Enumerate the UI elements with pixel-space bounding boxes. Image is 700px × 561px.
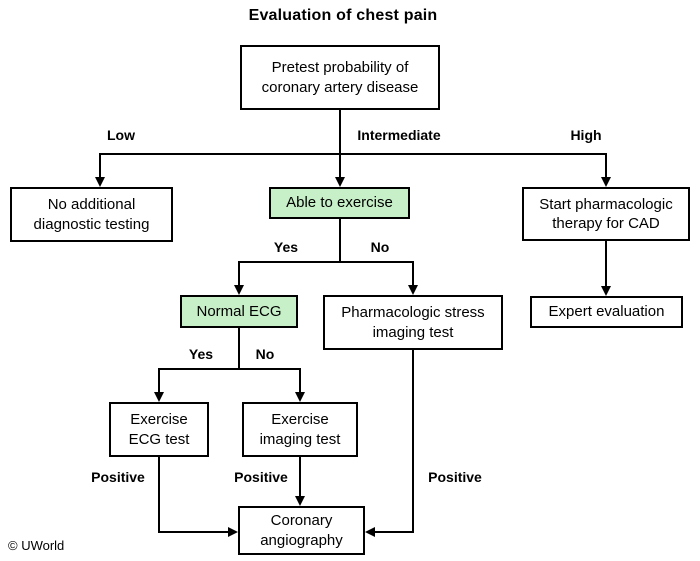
- node-able-to-exercise: Able to exercise: [269, 187, 410, 219]
- node-normal-ecg: Normal ECG: [180, 295, 298, 328]
- edge-intermediate-drop: [339, 153, 341, 178]
- node-start-pharmacologic-therapy: Start pharmacologic therapy for CAD: [522, 187, 690, 241]
- edge-start-pharm-expert: [605, 241, 607, 287]
- arrowhead-down-icon: [601, 286, 611, 296]
- node-text-line: Exercise: [130, 411, 188, 428]
- edge-label-ecg-no: No: [255, 346, 275, 362]
- edge-imaging-coronary: [299, 457, 301, 497]
- node-text-line: ECG test: [128, 430, 190, 448]
- arrowhead-right-icon: [228, 527, 238, 537]
- arrowhead-down-icon: [234, 285, 244, 295]
- edge-label-high: High: [570, 127, 602, 143]
- edge-label-intermediate: Intermediate: [357, 127, 441, 143]
- arrowhead-down-icon: [154, 392, 164, 402]
- node-text-line: angiography: [260, 531, 343, 549]
- node-coronary-angiography: Coronary angiography: [238, 506, 365, 555]
- copyright-notice: © UWorld: [8, 538, 65, 553]
- edge-able-stem: [339, 219, 341, 263]
- node-text-line: diagnostic testing: [33, 215, 150, 233]
- node-text-line: Normal ECG: [196, 302, 282, 320]
- edge-ecg-stem: [238, 328, 240, 370]
- edge-label-able-no: No: [370, 239, 390, 255]
- edge-exercise-ecg-across: [158, 531, 229, 533]
- arrowhead-down-icon: [295, 392, 305, 402]
- edge-ecg-yes-drop: [158, 368, 160, 393]
- edge-label-positive-imaging: Positive: [234, 469, 288, 485]
- node-expert-evaluation: Expert evaluation: [530, 296, 683, 328]
- node-text-line: therapy for CAD: [552, 215, 660, 232]
- node-pretest-probability: Pretest probability of coronary artery d…: [240, 45, 440, 110]
- node-text-line: Able to exercise: [286, 194, 393, 212]
- node-exercise-imaging-test: Exercise imaging test: [242, 402, 358, 457]
- edge-label-positive-stress: Positive: [428, 469, 482, 485]
- node-no-additional-testing: No additional diagnostic testing: [10, 187, 173, 242]
- edge-able-yes-drop: [238, 261, 240, 286]
- edge-high-drop: [605, 153, 607, 178]
- node-text-line: No additional: [47, 196, 136, 213]
- node-exercise-ecg-test: Exercise ECG test: [109, 402, 209, 457]
- edge-stress-down: [412, 350, 414, 533]
- edge-able-branch: [238, 261, 414, 263]
- edge-top-branch: [99, 153, 607, 155]
- node-text-line: Start pharmacologic: [539, 195, 673, 213]
- node-text-line: Coronary: [270, 512, 333, 529]
- edge-able-no-drop: [412, 261, 414, 286]
- arrowhead-down-icon: [408, 285, 418, 295]
- edge-low-drop: [99, 153, 101, 178]
- arrowhead-down-icon: [601, 177, 611, 187]
- node-text-line: Pretest probability of: [271, 59, 409, 76]
- arrowhead-down-icon: [335, 177, 345, 187]
- edge-stress-across: [374, 531, 414, 533]
- edge-label-able-yes: Yes: [273, 239, 299, 255]
- arrowhead-down-icon: [95, 177, 105, 187]
- node-text-line: coronary artery disease: [261, 78, 419, 96]
- arrowhead-left-icon: [365, 527, 375, 537]
- edge-pretest-stem: [339, 110, 341, 155]
- edge-label-positive-ecg: Positive: [91, 469, 145, 485]
- edge-label-ecg-yes: Yes: [188, 346, 214, 362]
- arrowhead-down-icon: [295, 496, 305, 506]
- node-text-line: imaging test: [259, 430, 341, 448]
- node-pharmacologic-stress-imaging: Pharmacologic stress imaging test: [323, 295, 503, 350]
- node-text-line: Exercise: [271, 411, 329, 428]
- node-text-line: Pharmacologic stress: [341, 304, 485, 321]
- edge-exercise-ecg-down: [158, 457, 160, 533]
- diagram-title: Evaluation of chest pain: [248, 7, 438, 24]
- node-text-line: imaging test: [372, 323, 454, 341]
- edge-label-low: Low: [107, 127, 135, 143]
- node-text-line: Expert evaluation: [548, 303, 665, 321]
- edge-ecg-no-drop: [299, 368, 301, 393]
- edge-ecg-branch: [158, 368, 301, 370]
